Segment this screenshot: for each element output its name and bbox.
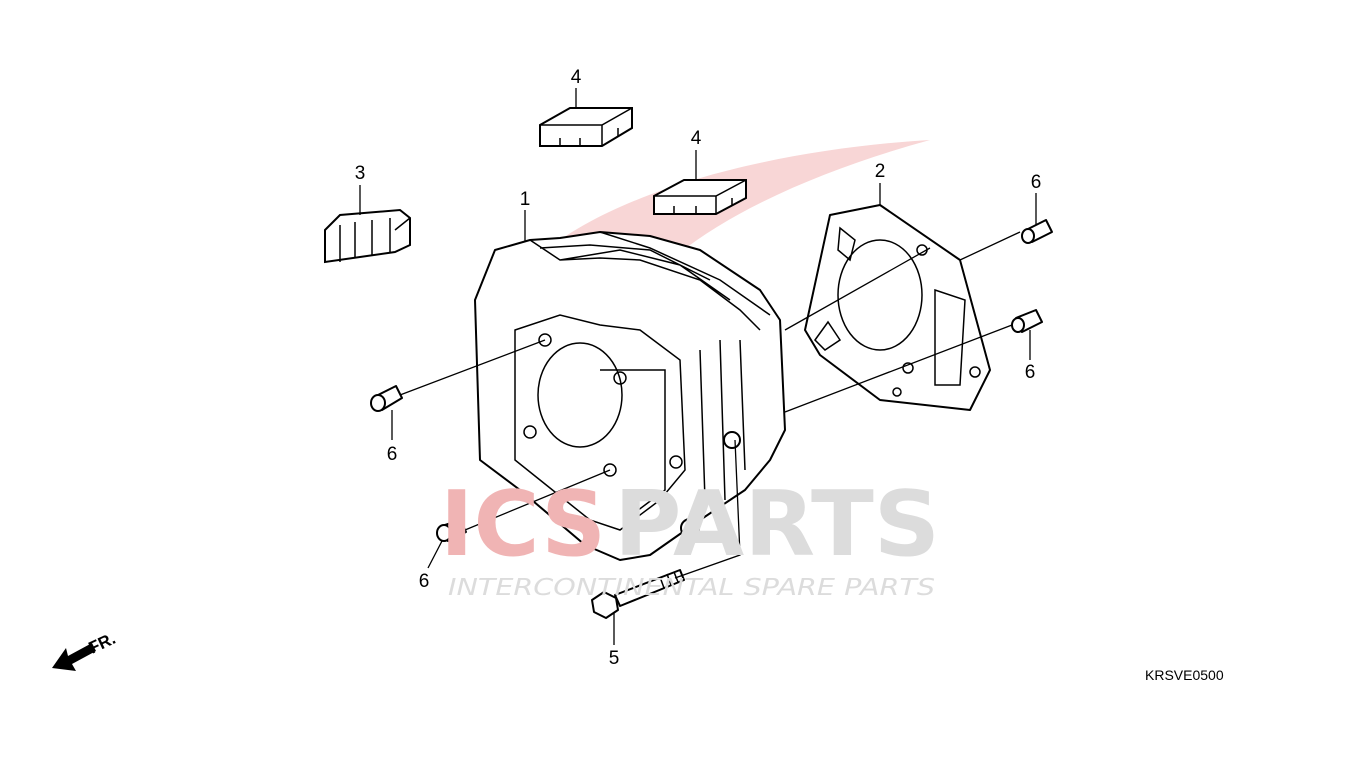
watermark-brand-red: ICS (440, 472, 606, 577)
callout-6: 6 (419, 571, 430, 592)
callout-4: 4 (691, 128, 702, 149)
watermark: ICS PARTS INTERCONTINENTAL SPARE PARTS (440, 472, 940, 601)
watermark-tagline: INTERCONTINENTAL SPARE PARTS (448, 575, 935, 601)
callout-4: 4 (571, 67, 582, 88)
callout-3: 3 (355, 163, 366, 184)
callout-6: 6 (1025, 362, 1036, 383)
watermark-brand-gray: PARTS (614, 472, 940, 577)
part-6-dowel-upper-right (1021, 219, 1053, 244)
leader-lines (359, 88, 1037, 645)
part-1-cylinder (474, 231, 786, 561)
callout-5: 5 (609, 648, 620, 669)
callout-2: 2 (875, 161, 886, 182)
part-4-foam-block-middle (653, 179, 747, 215)
part-5-bolt (591, 569, 685, 619)
part-2-gasket (804, 204, 991, 411)
part-6-dowel-left (370, 385, 403, 412)
part-6-dowel-lower-right (1011, 309, 1043, 333)
front-direction-indicator: FR. (52, 629, 119, 671)
callout-6: 6 (387, 444, 398, 465)
arrow-left-down-icon (52, 643, 96, 671)
part-6-dowel-bottom-left (436, 519, 467, 542)
diagram-code: KRSVE0500 (1145, 667, 1224, 683)
part-3-foam-block (324, 208, 411, 264)
part-4-foam-block-top (539, 107, 633, 147)
callout-6: 6 (1031, 172, 1042, 193)
callout-1: 1 (520, 189, 531, 210)
